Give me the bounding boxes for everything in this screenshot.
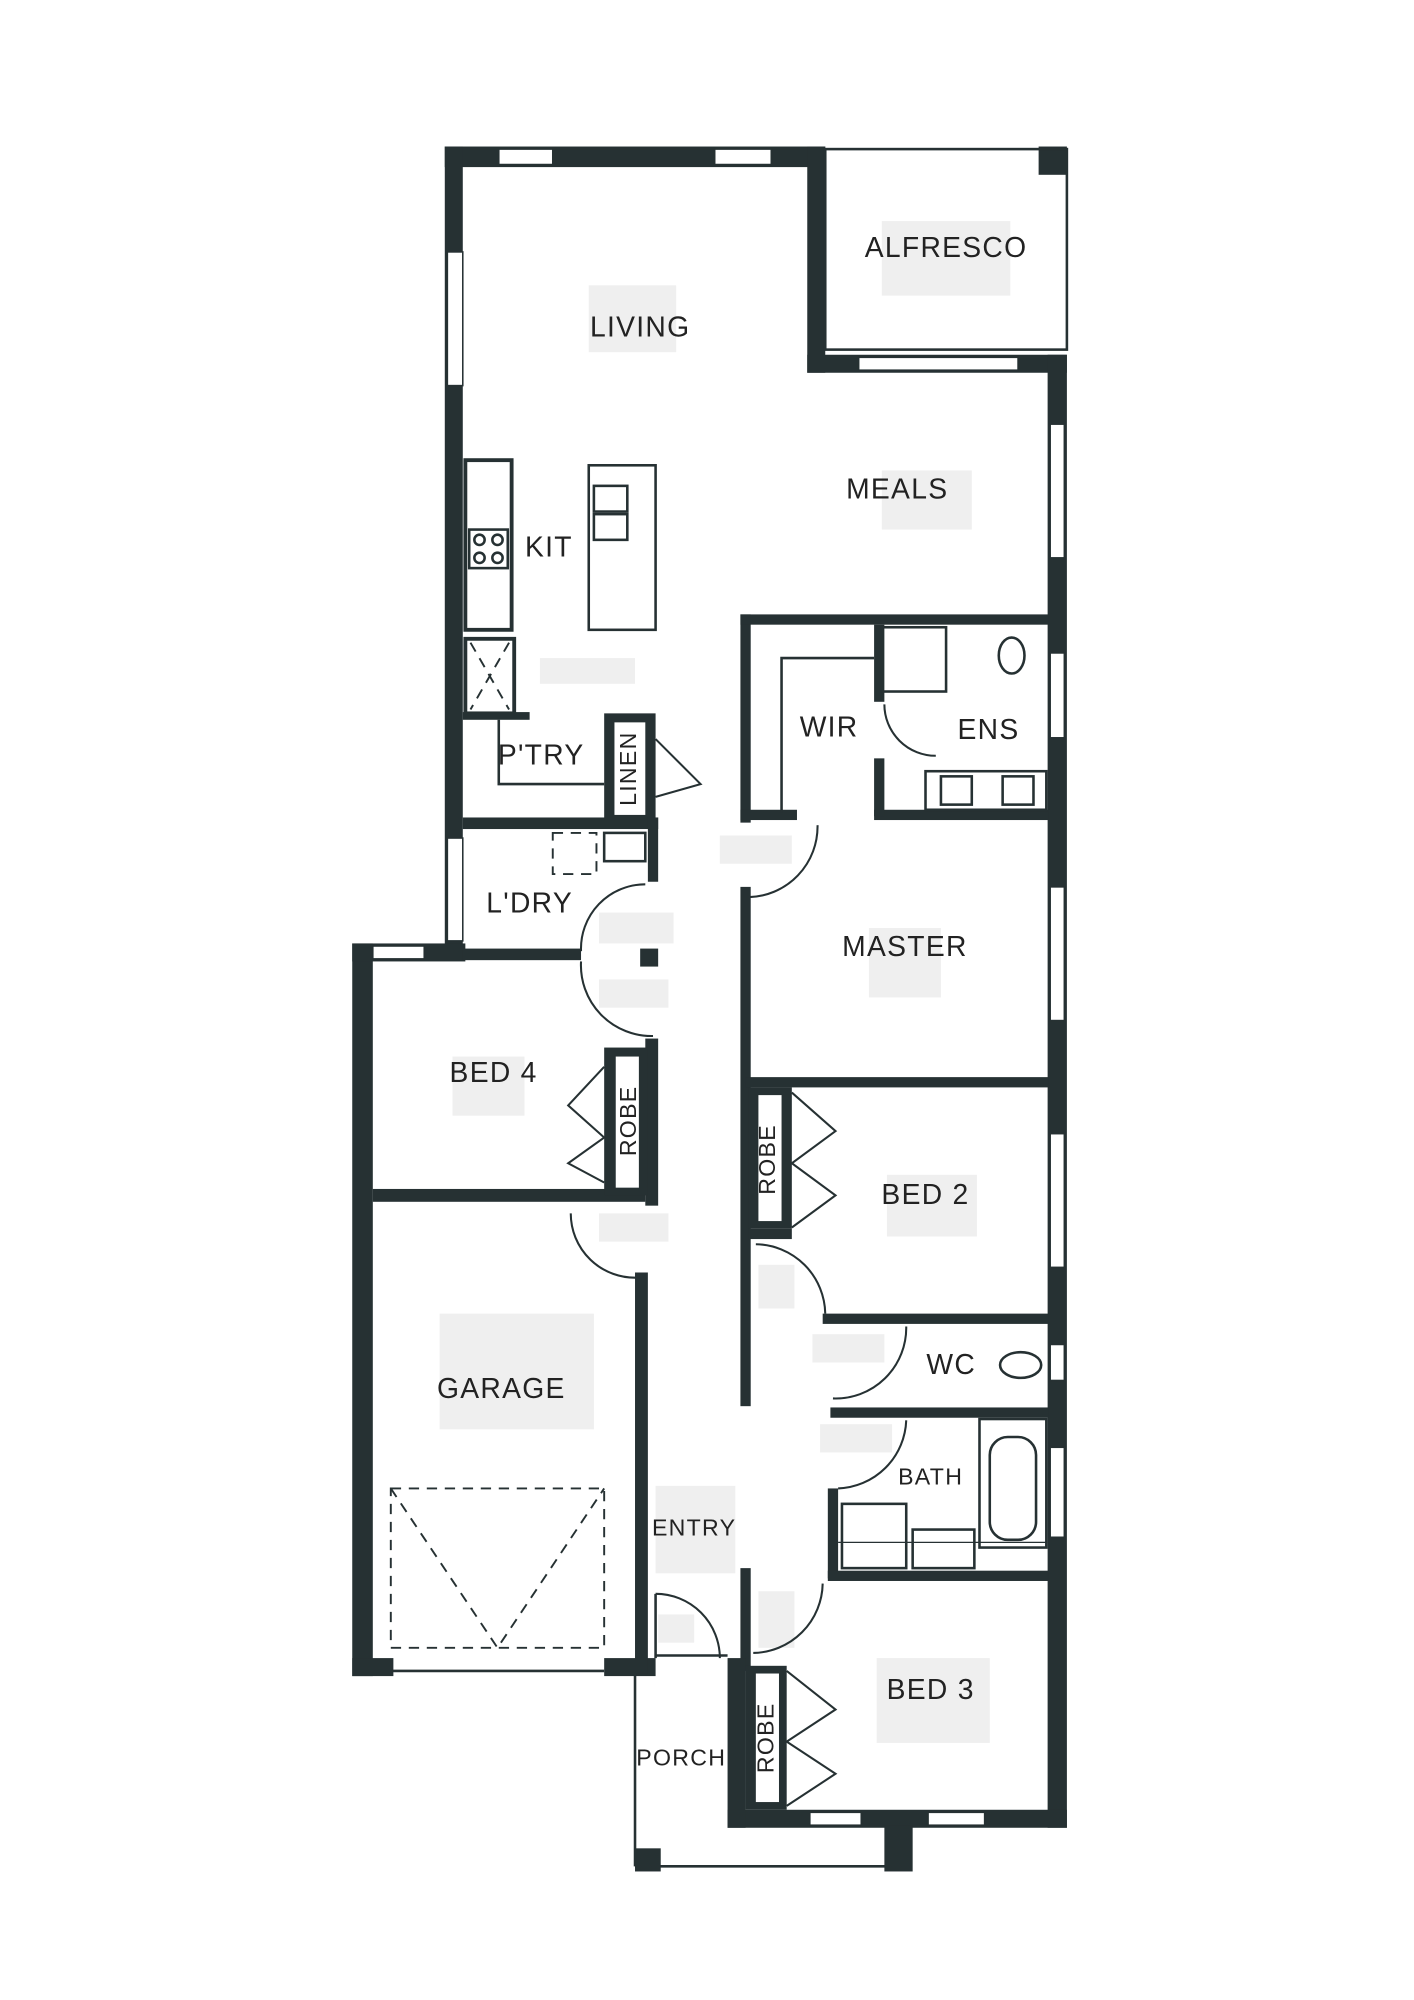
room-label-bed4: BED 4 bbox=[450, 1056, 538, 1088]
room-label-alfresco: ALFRESCO bbox=[865, 231, 1028, 263]
room-label-garage: GARAGE bbox=[437, 1372, 566, 1404]
room-label-linen: LINEN bbox=[615, 731, 641, 806]
room-label-bed2: BED 2 bbox=[881, 1178, 969, 1210]
room-label-wc: WC bbox=[926, 1348, 976, 1380]
room-label-kit: KIT bbox=[525, 530, 573, 562]
room-label-ens: ENS bbox=[957, 713, 1019, 745]
windows bbox=[372, 148, 1066, 1826]
room-label-wir: WIR bbox=[800, 710, 859, 742]
room-label-porch: PORCH bbox=[636, 1745, 726, 1771]
room-label-master: MASTER bbox=[842, 930, 968, 962]
room-label-bath: BATH bbox=[898, 1463, 963, 1489]
room-label-bed3: BED 3 bbox=[887, 1673, 975, 1705]
room-label-living: LIVING bbox=[590, 311, 690, 343]
walls bbox=[352, 146, 1069, 1872]
label-backgrounds bbox=[439, 221, 1011, 1743]
room-labels: ALFRESCO LIVING MEALS KIT P'TRY LINEN WI… bbox=[437, 231, 1028, 1773]
room-label-pantry: P'TRY bbox=[498, 739, 585, 771]
room-label-meals: MEALS bbox=[846, 472, 948, 504]
room-label-entry: ENTRY bbox=[652, 1515, 736, 1541]
room-label-robe-bed2: ROBE bbox=[754, 1124, 780, 1195]
room-label-robe-bed4: ROBE bbox=[615, 1085, 641, 1156]
room-label-robe-bed3: ROBE bbox=[753, 1702, 779, 1773]
room-label-laundry: L'DRY bbox=[486, 886, 573, 918]
